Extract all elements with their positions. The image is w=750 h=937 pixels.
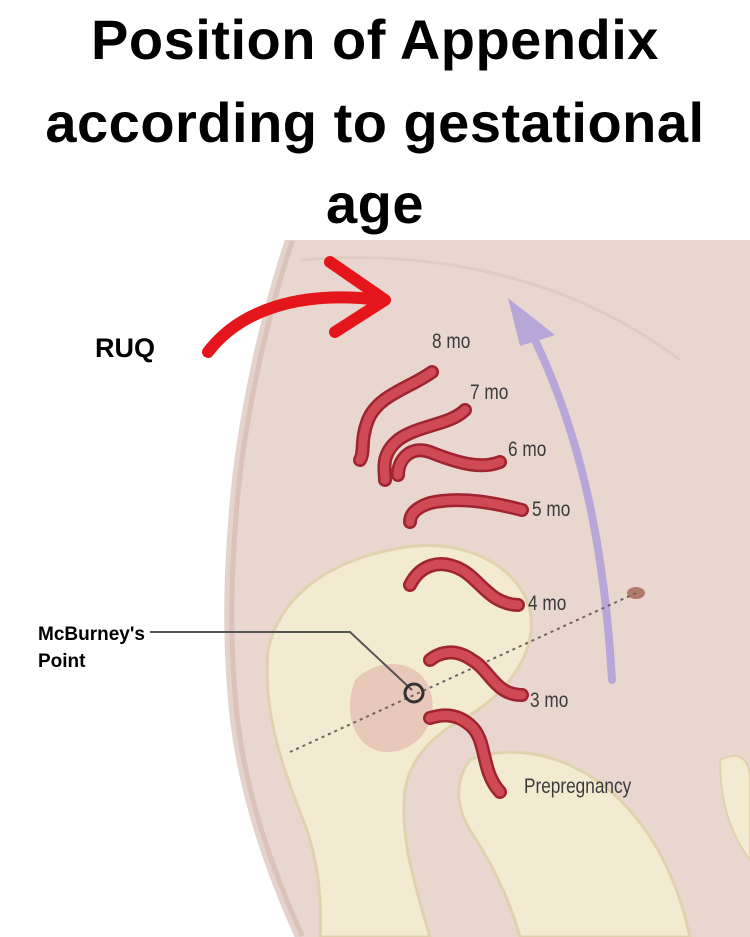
- growth-arrow-head: [508, 298, 555, 346]
- appendix-7mo: [377, 403, 472, 487]
- appendix-4mo: [403, 557, 525, 612]
- mcburney-point-marker: [403, 682, 425, 704]
- stage-label-6mo: 6 mo: [508, 438, 547, 461]
- appendix-6mo: [391, 443, 507, 482]
- stage-label-5mo: 5 mo: [532, 498, 571, 521]
- ruq-label: RUQ: [95, 333, 155, 363]
- appendix-8mo: [353, 365, 439, 467]
- sacrum-bone: [457, 750, 692, 937]
- stage-label-3mo: 3 mo: [530, 689, 569, 712]
- belly-shading: [299, 256, 681, 362]
- cecum-shadow: [349, 663, 433, 753]
- title-line-1: Position of Appendix: [91, 8, 659, 71]
- stage-label-prepregnancy: Prepregnancy: [524, 775, 632, 798]
- stage-label-8mo: 8 mo: [432, 330, 471, 353]
- mcburney-point-label: McBurney's Point: [38, 624, 145, 672]
- appendix-5mo: [403, 493, 529, 529]
- anatomy-illustration: [0, 240, 750, 937]
- torso-edge: [224, 240, 305, 937]
- growth-arrow-shaft: [526, 326, 616, 684]
- appendix-prepregnancy: [423, 708, 507, 799]
- ruq-arrow-head: [324, 256, 391, 338]
- mcburney-pointer: [150, 631, 413, 691]
- stage-label-7mo: 7 mo: [470, 381, 509, 404]
- stage-label-4mo: 4 mo: [528, 592, 567, 615]
- appendix-3mo: [423, 645, 529, 702]
- ruq-arrow-shaft: [202, 291, 386, 358]
- title-line-2: according to gestational: [45, 91, 705, 154]
- spino-umbilical-line: [289, 592, 637, 753]
- background-left: [0, 240, 300, 937]
- title-line-3: age: [326, 172, 424, 235]
